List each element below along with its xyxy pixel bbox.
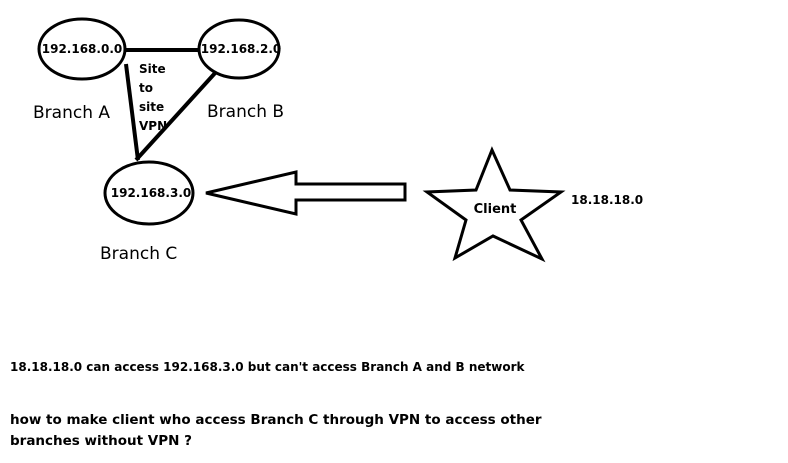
branch-a-label: Branch A [33, 103, 110, 123]
note-text: 18.18.18.0 can access 192.168.3.0 but ca… [10, 360, 525, 374]
client-ip: 18.18.18.0 [571, 193, 643, 207]
star-icon [422, 146, 566, 263]
branch-b-label: Branch B [207, 102, 284, 122]
link-a-c [124, 63, 140, 161]
node-branch-b [197, 18, 281, 80]
node-a-ip: 192.168.0.0 [42, 42, 122, 56]
question-line-2: branches without VPN ? [10, 433, 192, 449]
node-b-ip: 192.168.2.0 [201, 42, 281, 56]
vpn-label-line-1: Site [139, 62, 166, 76]
node-c-ip: 192.168.3.0 [111, 186, 191, 200]
vpn-label-line-3: site [139, 100, 164, 114]
question-line-1: how to make client who access Branch C t… [10, 412, 542, 428]
link-b-c [134, 70, 218, 162]
branch-c-label: Branch C [100, 244, 177, 264]
node-branch-c [103, 160, 195, 226]
client-label: Client [474, 202, 517, 217]
vpn-label-line-2: to [139, 81, 153, 95]
arrow-icon [205, 170, 407, 216]
vpn-label-line-4: VPN [139, 119, 167, 133]
node-branch-a [37, 17, 127, 81]
